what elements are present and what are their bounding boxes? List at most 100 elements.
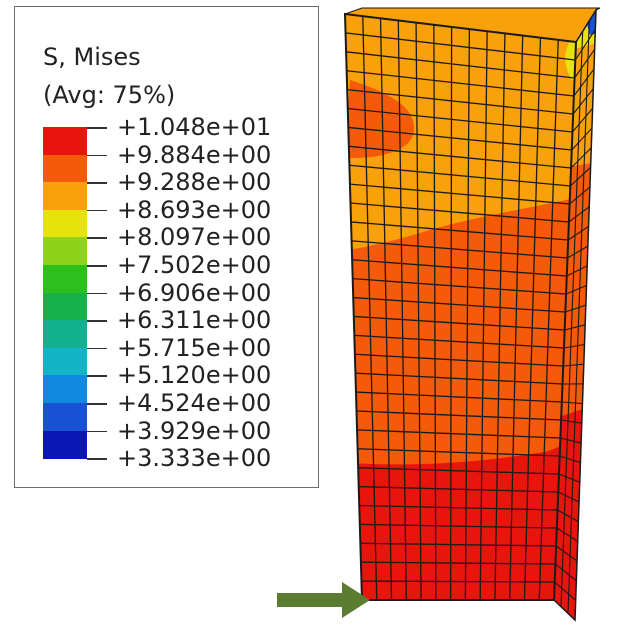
mesh-line bbox=[379, 18, 393, 600]
legend-tick bbox=[87, 265, 107, 267]
legend-label: +3.929e+00 bbox=[117, 416, 272, 445]
legend-label: +6.906e+00 bbox=[117, 278, 272, 307]
legend-tick bbox=[87, 209, 107, 212]
mesh-line bbox=[358, 485, 559, 493]
mesh-line bbox=[554, 581, 577, 601]
legend-tick bbox=[87, 403, 107, 405]
mesh-line bbox=[350, 202, 569, 223]
legend-tick bbox=[87, 320, 107, 322]
legend-label: +6.311e+00 bbox=[117, 306, 272, 335]
mesh-line bbox=[567, 245, 589, 259]
mesh-line bbox=[559, 455, 581, 464]
legend-swatch bbox=[43, 403, 87, 432]
mesh-line bbox=[347, 88, 574, 115]
mesh-line bbox=[561, 419, 582, 424]
legend-label: +5.120e+00 bbox=[117, 361, 272, 390]
mesh-line bbox=[348, 126, 572, 151]
mesh-line bbox=[574, 29, 596, 61]
side-mesh-grid bbox=[554, 20, 596, 614]
legend-tick bbox=[87, 182, 107, 184]
legend-label: +7.502e+00 bbox=[117, 251, 272, 279]
mesh-line bbox=[538, 39, 559, 600]
legend-tick bbox=[87, 458, 107, 460]
legend-label: +9.288e+00 bbox=[117, 168, 272, 197]
mesh-line bbox=[564, 324, 586, 331]
mesh-line bbox=[557, 509, 579, 523]
mesh-line bbox=[361, 580, 555, 583]
mesh-line bbox=[565, 304, 587, 313]
mesh-line bbox=[352, 277, 567, 295]
mesh-line bbox=[353, 315, 565, 331]
mesh-line bbox=[563, 363, 584, 367]
front-mesh-grid bbox=[345, 16, 576, 600]
mesh-line bbox=[565, 284, 587, 295]
legend-tick bbox=[87, 430, 107, 433]
mesh-line bbox=[347, 107, 573, 133]
legend-tick bbox=[87, 347, 107, 350]
legend-swatch bbox=[43, 154, 87, 183]
mesh-line bbox=[558, 473, 580, 483]
legend-label: +3.333e+00 bbox=[117, 444, 272, 473]
legend-tick bbox=[87, 375, 107, 377]
mesh-line bbox=[397, 20, 407, 600]
mesh-line bbox=[523, 37, 542, 600]
side-outline bbox=[553, 7, 597, 622]
mesh-line bbox=[351, 240, 568, 259]
legend-tick bbox=[87, 154, 107, 157]
legend-swatch bbox=[43, 209, 87, 238]
legend-swatch bbox=[43, 347, 87, 376]
legend-swatch bbox=[43, 265, 87, 294]
legend-label: +1.048e+01 bbox=[117, 113, 272, 141]
legend-subtitle: (Avg: 75%) bbox=[43, 81, 176, 109]
mesh-line bbox=[558, 491, 580, 503]
mesh-line bbox=[354, 353, 564, 367]
mesh-line bbox=[358, 467, 559, 475]
mesh-line bbox=[346, 51, 575, 79]
mesh-line bbox=[355, 372, 563, 385]
mesh-line bbox=[560, 31, 584, 607]
mesh-line bbox=[349, 183, 570, 205]
mesh-line bbox=[573, 68, 595, 97]
mesh-line bbox=[479, 31, 488, 600]
mesh-line bbox=[569, 186, 591, 205]
legend-label: +9.884e+00 bbox=[117, 140, 272, 169]
legend-swatch bbox=[43, 292, 87, 321]
mesh-line bbox=[560, 437, 582, 444]
mesh-line bbox=[360, 561, 556, 565]
mesh-line bbox=[359, 523, 557, 529]
mesh-line bbox=[355, 391, 562, 403]
legend-swatch bbox=[43, 237, 87, 266]
mesh-line bbox=[561, 401, 583, 405]
legend-swatch bbox=[43, 375, 87, 404]
legend-panel: S, Mises (Avg: 75%) +1.048e+01+9.884e+00… bbox=[14, 6, 319, 488]
mesh-line bbox=[357, 448, 560, 457]
mesh-line bbox=[433, 24, 437, 600]
mesh-line bbox=[350, 221, 569, 241]
legend-tick bbox=[87, 127, 107, 129]
mesh-line bbox=[356, 410, 562, 421]
mesh-line bbox=[357, 429, 561, 439]
mesh-line bbox=[555, 545, 578, 562]
mesh-line bbox=[568, 206, 590, 223]
contour-left-orange bbox=[345, 80, 415, 158]
legend-title: S, Mises bbox=[43, 43, 141, 71]
mesh-line bbox=[574, 49, 596, 79]
legend-label: +5.715e+00 bbox=[117, 333, 272, 362]
legend-swatch bbox=[43, 320, 87, 349]
mesh-line bbox=[348, 145, 572, 169]
legend-label: +8.693e+00 bbox=[117, 195, 272, 224]
mesh-line bbox=[353, 296, 566, 313]
mesh-line bbox=[570, 147, 592, 169]
mesh-line bbox=[345, 32, 576, 61]
mesh-line bbox=[354, 334, 564, 349]
mesh-line bbox=[362, 16, 378, 600]
load-arrow-icon bbox=[277, 582, 370, 618]
mesh-line bbox=[509, 35, 524, 600]
mesh-line bbox=[346, 70, 574, 97]
legend-swatch bbox=[43, 127, 87, 156]
mesh-line bbox=[567, 20, 590, 614]
mesh-line bbox=[555, 563, 577, 582]
mesh-line bbox=[415, 22, 422, 600]
